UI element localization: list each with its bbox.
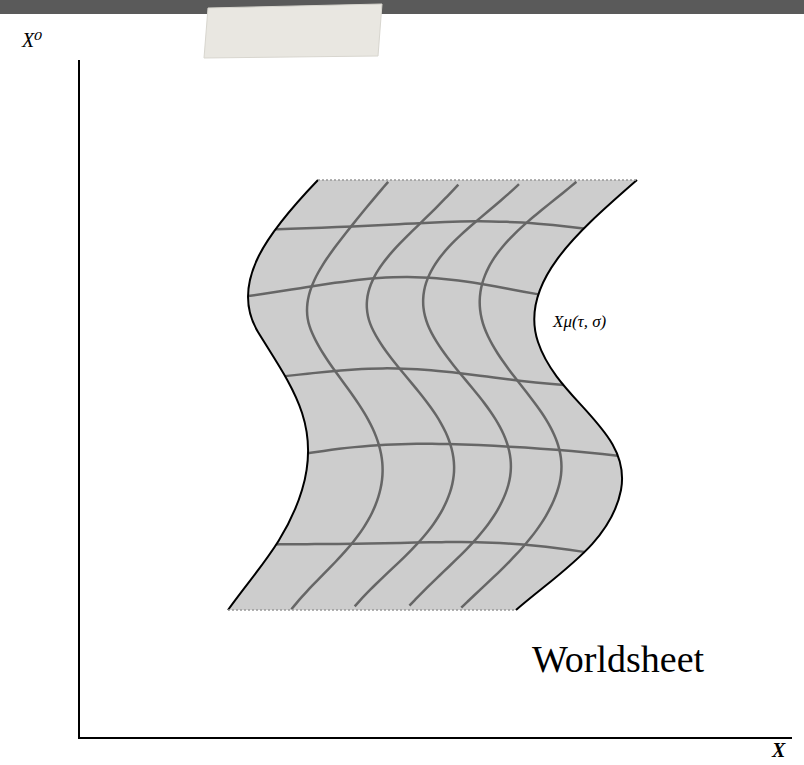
white-panel — [0, 14, 804, 765]
sheet-edge — [516, 180, 637, 610]
grid-line — [308, 444, 618, 456]
grid-line — [248, 277, 538, 296]
worldsheet-surface — [228, 180, 637, 610]
figure-title: Worldsheet — [532, 640, 704, 678]
axis-label: X — [772, 740, 785, 760]
grid-line — [276, 542, 584, 552]
vertical-axis — [78, 60, 80, 739]
horizontal-axis — [78, 737, 792, 739]
tape-strip — [204, 4, 382, 58]
grid-line — [275, 221, 584, 229]
sheet-edge — [228, 180, 318, 610]
sheet-edge — [318, 179, 637, 181]
axis-label: X⁰ — [22, 30, 42, 50]
sheet-edge — [228, 609, 516, 611]
grid-line — [285, 368, 563, 385]
curve-label: Xμ(τ, σ) — [553, 313, 606, 330]
sheet-fill — [228, 180, 637, 610]
